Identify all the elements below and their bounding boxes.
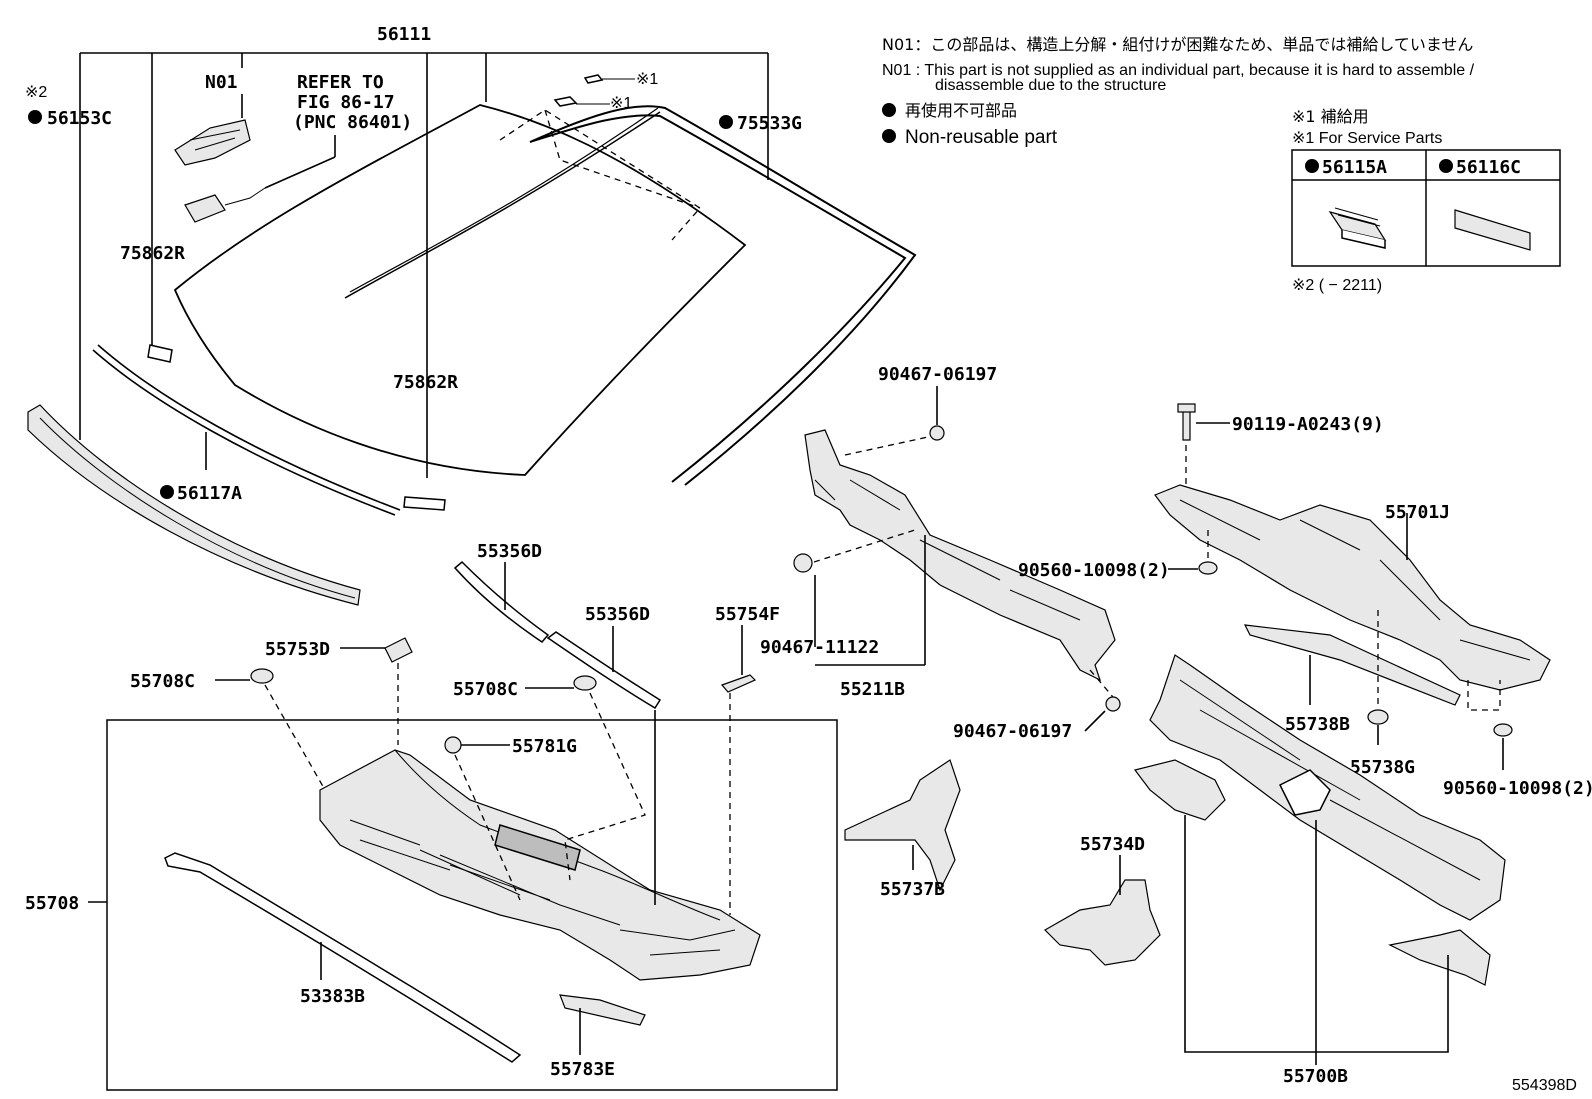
label-55700B: 55700B (1283, 1066, 1348, 1087)
label-90560-10098-b: 90560-10098(2) (1443, 778, 1592, 799)
note-range: ※2 ( − 2211) (1292, 277, 1382, 294)
nonreusable-bullet-icon (28, 110, 42, 124)
group-55737B: 55737B (844, 759, 961, 900)
part-56153C-drawing (27, 404, 361, 606)
label-55734D: 55734D (1080, 834, 1145, 855)
label-75862R-a: 75862R (120, 243, 185, 264)
label-56117A: 56117A (177, 483, 242, 504)
label-75862R-b: 75862R (393, 372, 458, 393)
part-55356D-a-drawing (453, 560, 550, 643)
label-55754F: 55754F (715, 604, 780, 625)
mark-range-2: ※2 (25, 84, 47, 101)
moulding-75533G (529, 105, 917, 486)
label-56111: 56111 (377, 24, 431, 45)
part-55754F-drawing (720, 674, 757, 693)
note-service-jp: ※1 補給用 (1292, 107, 1369, 126)
clip-90467-06197-a-icon (929, 425, 945, 441)
label-55701J: 55701J (1385, 502, 1450, 523)
label-55356D-b: 55356D (585, 604, 650, 625)
part-55701J-drawing (1154, 484, 1551, 691)
label-90467-06197-a: 90467-06197 (878, 364, 997, 385)
nonreusable-bullet-icon (882, 129, 896, 143)
group-55700B: 55734D 55700B (1044, 654, 1506, 1087)
windshield-group: ※1 ※1 56111 N01 REFER TO FIG 86-17 (PNC … (25, 24, 917, 606)
bolt-90119-icon (1182, 409, 1191, 441)
clip-90467-06197-b-icon (1105, 696, 1121, 712)
label-90467-06197-b: 90467-06197 (953, 721, 1072, 742)
part-55738B-drawing (1243, 624, 1461, 706)
note-n01-jp: N01：この部品は、構造上分解・組付けが困難なため、単品では補給していません (882, 35, 1473, 54)
part-56116C-drawing (1454, 209, 1531, 251)
cowl-top-panel (319, 749, 761, 981)
clip-55738G-icon (1367, 709, 1389, 725)
group-55701J: 90119-A0243(9) 55701J 90560-10098(2) 557… (1018, 403, 1592, 799)
group-55356D: 55356D 55356D (453, 541, 662, 710)
label-55708C-a: 55708C (130, 671, 195, 692)
part-56117A-drawing (92, 344, 401, 516)
label-55738G: 55738G (1350, 757, 1415, 778)
part-55211B-drawing (804, 429, 1116, 682)
part-camera-bracket-drawing (184, 187, 266, 223)
label-refer-pnc: (PNC 86401) (293, 112, 412, 133)
label-55738B: 55738B (1285, 714, 1350, 735)
washer-90560-a-icon (1198, 561, 1218, 575)
label-55708C-b: 55708C (453, 679, 518, 700)
clip-90467-11122-icon (793, 553, 813, 573)
note-nonreuse-en: Non-reusable part (905, 127, 1058, 148)
label-55708: 55708 (25, 893, 79, 914)
mark-service-1a: ※1 (636, 71, 658, 88)
note-n01-en-1: N01 : This part is not supplied as an in… (882, 62, 1475, 79)
nonreusable-bullet-icon (1439, 159, 1453, 173)
label-refer-to: REFER TO (297, 72, 384, 93)
label-53383B: 53383B (300, 986, 365, 1007)
label-N01: N01 (205, 72, 238, 93)
washer-90560-b-icon (1493, 723, 1513, 737)
cowl-fasteners: 55753D 55708C 55708C 55754F 55781G 53383… (130, 604, 780, 1080)
part-75862R-a-drawing (147, 344, 173, 363)
nonreusable-bullet-icon (1305, 159, 1319, 173)
part-55356D-b-drawing (546, 631, 662, 710)
nonreusable-bullet-icon (160, 485, 174, 499)
label-90119-A0243: 90119-A0243(9) (1232, 414, 1384, 435)
part-55783E-drawing (559, 994, 646, 1026)
label-55783E: 55783E (550, 1059, 615, 1080)
label-55356D-a: 55356D (477, 541, 542, 562)
part-55737B-drawing (844, 759, 961, 892)
clip-55708C-a-icon (250, 668, 274, 684)
cowl-top-assembly (319, 749, 761, 981)
part-55734D-drawing (1044, 879, 1161, 966)
note-n01-en-2: disassemble due to the structure (935, 77, 1166, 94)
note-nonreuse-jp: 再使用不可部品 (905, 101, 1017, 120)
part-56115A-drawing (1328, 207, 1387, 249)
label-56116C: 56116C (1456, 157, 1521, 178)
notes-block: N01：この部品は、構造上分解・組付けが困難なため、単品では補給していません N… (882, 35, 1561, 294)
label-90560-10098-a: 90560-10098(2) (1018, 560, 1170, 581)
nonreusable-bullet-icon (719, 115, 733, 129)
label-90467-11122: 90467-11122 (760, 637, 879, 658)
mark-service-1b: ※1 (610, 95, 632, 112)
label-56115A: 56115A (1322, 157, 1387, 178)
label-55781G: 55781G (512, 736, 577, 757)
windshield-glass (173, 104, 747, 476)
nonreusable-bullet-icon (882, 103, 896, 117)
label-55737B: 55737B (880, 879, 945, 900)
part-55700B-bracket-left-drawing (1133, 759, 1226, 821)
diagram-id: 554398D (1512, 1077, 1577, 1094)
label-56153C: 56153C (47, 108, 112, 129)
clip-55781G-icon (444, 736, 462, 754)
note-service-en: ※1 For Service Parts (1292, 130, 1442, 147)
part-N01-drawing (174, 119, 251, 166)
part-53383B-drawing (164, 852, 522, 1063)
label-refer-fig: FIG 86-17 (297, 92, 395, 113)
label-55211B: 55211B (840, 679, 905, 700)
label-75533G: 75533G (737, 113, 802, 134)
label-55753D: 55753D (265, 639, 330, 660)
part-75862R-b-drawing (403, 496, 446, 511)
cowl-box-55708 (106, 719, 838, 1091)
part-55700B-bracket-right-drawing (1388, 929, 1491, 986)
part-55753D-drawing (384, 637, 413, 663)
clip-55708C-b-icon (573, 675, 597, 691)
group-55211B: 90467-06197 90467-11122 55211B 90467-061… (760, 364, 1121, 742)
